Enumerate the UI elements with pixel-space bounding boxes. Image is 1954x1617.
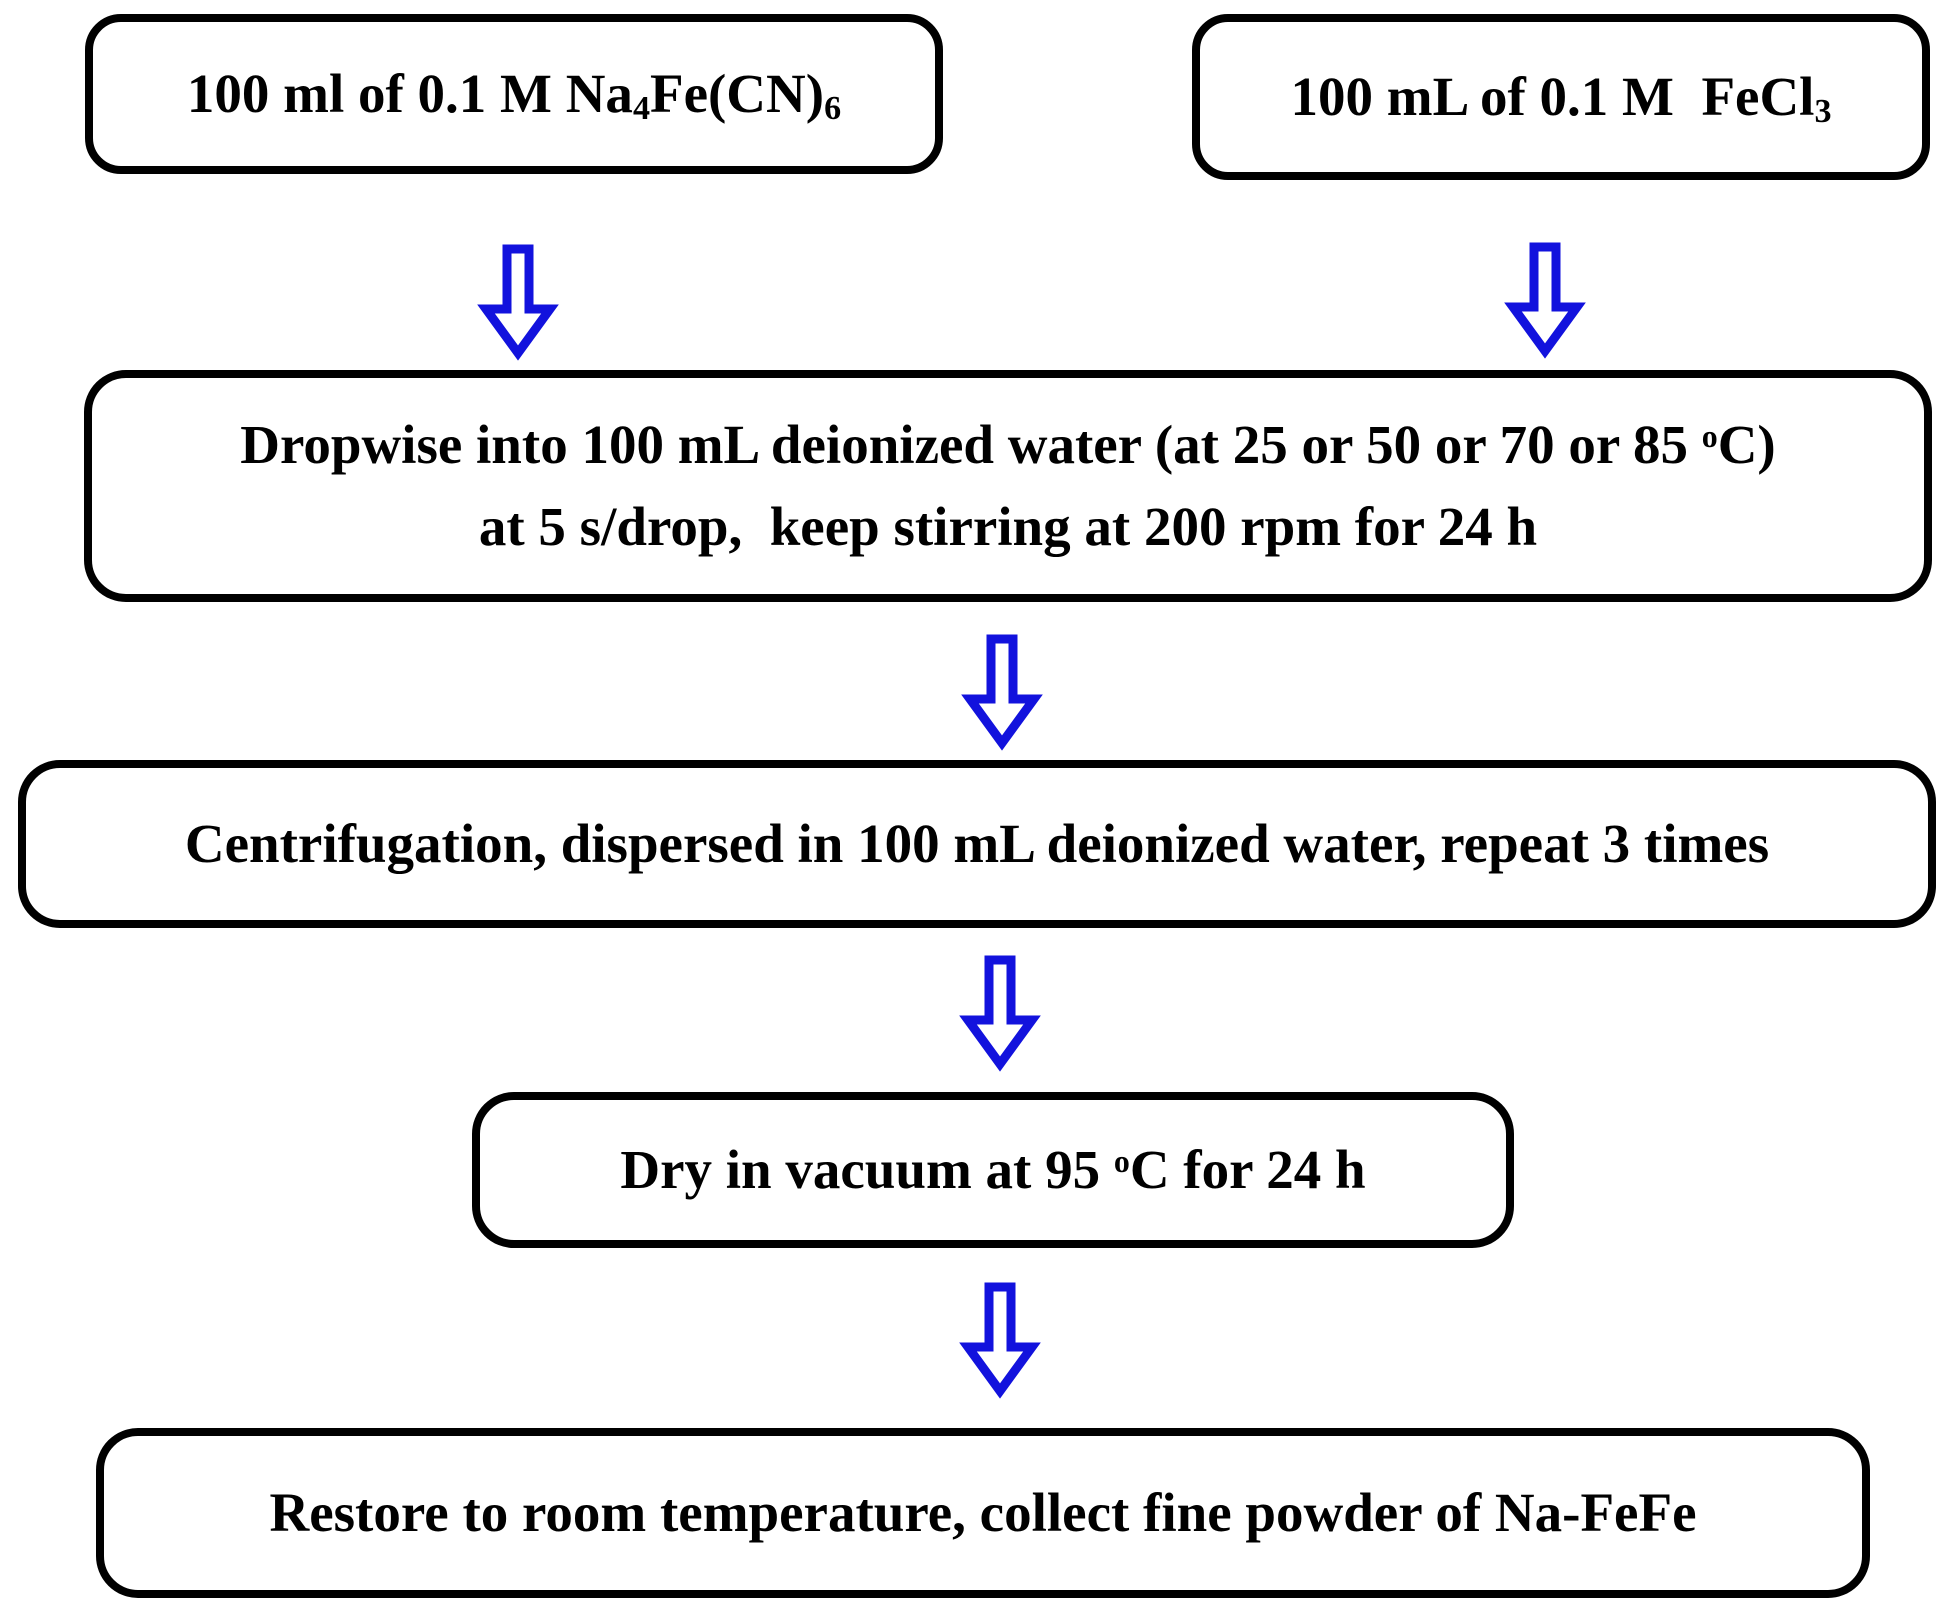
node-restore-step: Restore to room temperature, collect fin… (96, 1428, 1870, 1598)
node-reactant-fecl3-label: 100 mL of 0.1 M FeCl3 (1290, 65, 1832, 131)
node-centrifugation-step-label: Centrifugation, dispersed in 100 mL deio… (184, 812, 1770, 874)
down-arrow-icon (1504, 242, 1586, 359)
node-dry-step: Dry in vacuum at 95 oC for 24 h (472, 1092, 1514, 1248)
down-arrow-icon (477, 244, 559, 361)
node-reactant-na4fecn6-label: 100 ml of 0.1 M Na4Fe(CN)6 (186, 62, 842, 128)
node-dry-step-label: Dry in vacuum at 95 oC for 24 h (620, 1138, 1366, 1200)
node-dropwise-step: Dropwise into 100 mL deionized water (at… (84, 370, 1932, 602)
node-reactant-fecl3: 100 mL of 0.1 M FeCl3 (1192, 14, 1930, 180)
node-dropwise-step-label: Dropwise into 100 mL deionized water (at… (240, 413, 1776, 558)
node-reactant-na4fecn6: 100 ml of 0.1 M Na4Fe(CN)6 (85, 14, 943, 174)
down-arrow-icon (959, 1282, 1041, 1399)
node-centrifugation-step: Centrifugation, dispersed in 100 mL deio… (18, 760, 1936, 928)
node-restore-step-label: Restore to room temperature, collect fin… (269, 1481, 1697, 1543)
down-arrow-icon (961, 634, 1043, 751)
down-arrow-icon (959, 955, 1041, 1072)
